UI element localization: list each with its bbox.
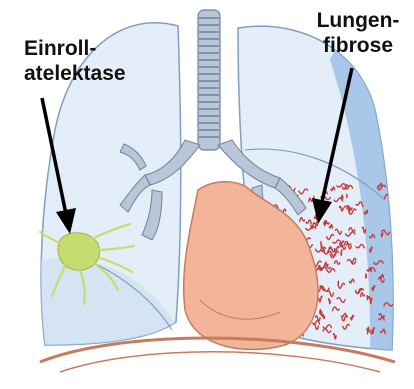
label-lungen-fibrose: Lungen- fibrose <box>304 8 412 58</box>
label-einroll-atelektase: Einroll- atelektase <box>24 36 126 86</box>
trachea <box>198 10 220 150</box>
label-einroll-line2: atelektase <box>24 61 126 86</box>
label-lungen-line1: Lungen- <box>304 8 412 33</box>
label-einroll-line1: Einroll- <box>24 36 126 61</box>
label-lungen-line2: fibrose <box>304 33 412 58</box>
